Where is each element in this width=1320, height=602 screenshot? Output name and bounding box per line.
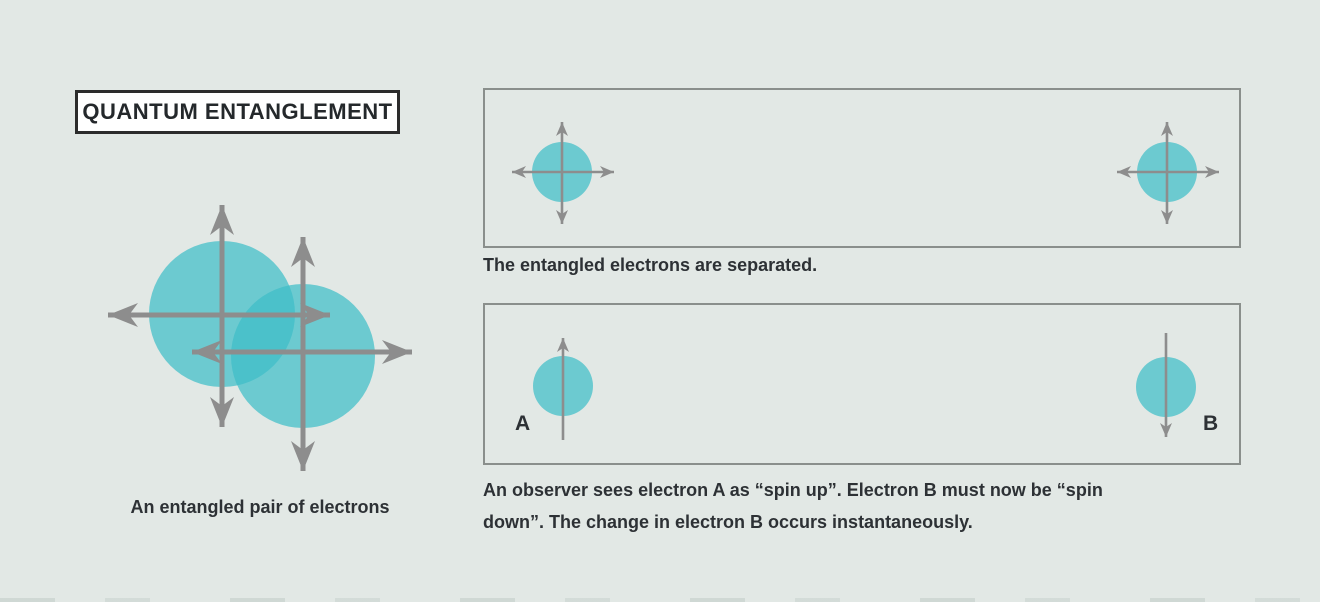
electron-a-label: A	[515, 412, 531, 435]
electron-undetermined	[512, 122, 614, 224]
panel-separated	[483, 88, 1241, 248]
observed-caption-line1: An observer sees electron A as “spin up”…	[483, 480, 1103, 500]
electron-undetermined	[1117, 122, 1219, 224]
pair-caption: An entangled pair of electrons	[130, 497, 390, 517]
entangled-pair-diagram	[108, 205, 412, 471]
panel-observed: A B	[483, 303, 1241, 465]
cropped-image-edge	[0, 598, 1320, 602]
electron-b-label: B	[1203, 412, 1219, 435]
electron-a-spin-up	[533, 338, 593, 440]
title-box: QUANTUM ENTANGLEMENT	[75, 90, 400, 134]
observed-caption: An observer sees electron A as “spin up”…	[483, 474, 1103, 538]
page-title: QUANTUM ENTANGLEMENT	[82, 99, 393, 124]
electron-b-spin-down	[1136, 333, 1196, 437]
observed-caption-line2: down”. The change in electron B occurs i…	[483, 512, 973, 532]
separated-caption: The entangled electrons are separated.	[483, 255, 818, 275]
